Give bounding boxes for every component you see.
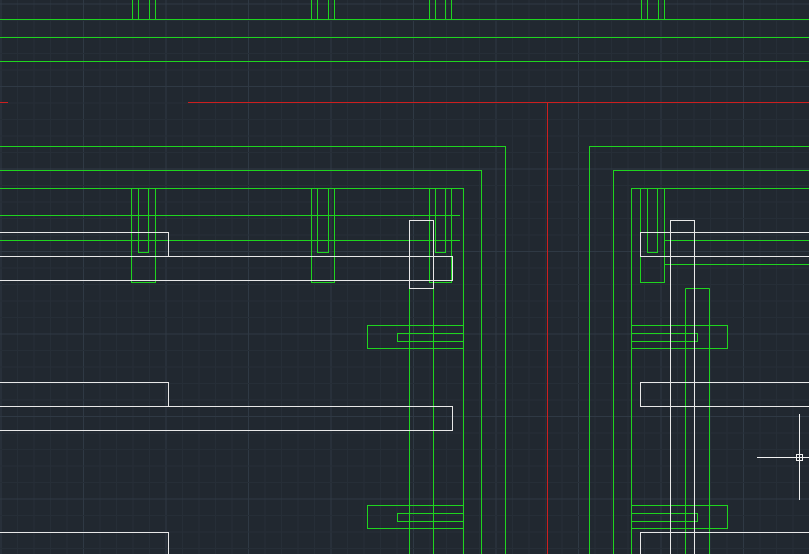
stub-top bbox=[641, 0, 665, 20]
white-beam bbox=[0, 382, 169, 407]
white-post bbox=[670, 220, 695, 554]
post-inner bbox=[138, 188, 149, 253]
post-inner bbox=[647, 188, 658, 253]
white-layer bbox=[0, 220, 809, 554]
right-outline bbox=[613, 170, 809, 554]
white-beam bbox=[0, 532, 169, 554]
bracket-inner bbox=[397, 513, 464, 522]
white-beam bbox=[640, 232, 809, 257]
left-outline bbox=[0, 146, 506, 554]
post-inner bbox=[317, 188, 329, 253]
right-outline bbox=[589, 146, 809, 554]
post-inner bbox=[435, 188, 446, 253]
bracket-outer bbox=[367, 505, 464, 529]
white-beam bbox=[0, 256, 453, 281]
left-outline bbox=[0, 170, 482, 554]
bracket-inner bbox=[631, 333, 698, 342]
bracket-inner bbox=[631, 513, 698, 522]
bracket-outer bbox=[631, 505, 728, 529]
centerline-layer bbox=[0, 102, 809, 554]
white-beam bbox=[0, 232, 169, 257]
white-beam bbox=[0, 406, 453, 431]
stub-top bbox=[429, 0, 452, 20]
bracket-outer bbox=[367, 325, 464, 349]
right-outline bbox=[631, 188, 809, 554]
white-beam bbox=[640, 532, 809, 554]
stub-top bbox=[132, 0, 156, 20]
white-post bbox=[409, 220, 434, 289]
bracket-inner bbox=[397, 333, 464, 342]
bracket-outer bbox=[631, 325, 728, 349]
crosshair-icon bbox=[757, 414, 809, 500]
white-beam bbox=[640, 382, 809, 407]
stub-top bbox=[311, 0, 335, 20]
